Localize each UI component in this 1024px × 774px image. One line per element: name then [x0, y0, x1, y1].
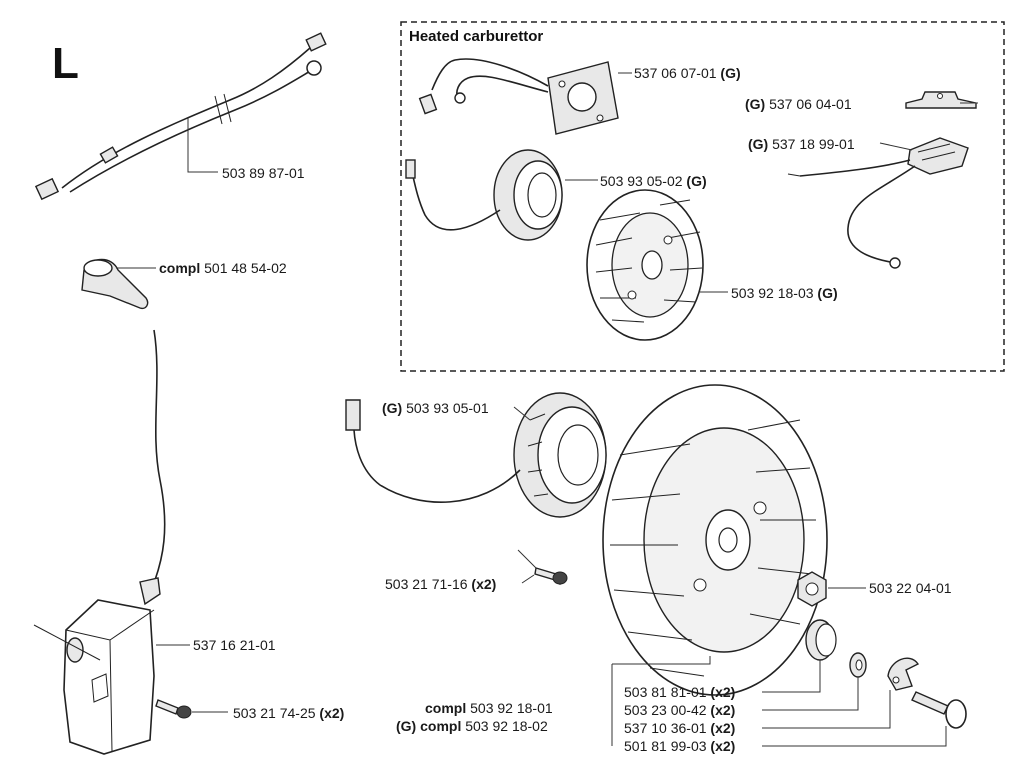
nut-part — [797, 571, 866, 607]
label-501819903: 501 81 99-03 (x2) — [624, 738, 735, 754]
pawl-part — [887, 657, 920, 691]
label-503921801: compl 503 92 18-01 — [425, 700, 553, 716]
pin-part — [911, 691, 967, 729]
clip-part — [905, 91, 977, 109]
label-503818101: 503 81 81-01 (x2) — [624, 684, 735, 700]
label-503898701: 503 89 87-01 — [222, 165, 305, 181]
flywheel-part — [602, 384, 828, 696]
label-537103601: 537 10 36-01 (x2) — [624, 720, 735, 736]
label-503220401: 503 22 04-01 — [869, 580, 952, 596]
inset-border — [400, 21, 1005, 372]
label-537060401: (G) 537 06 04-01 — [745, 96, 852, 112]
inset-title: Heated carburettor — [409, 28, 543, 45]
label-503230042: 503 23 00-42 (x2) — [624, 702, 735, 718]
washer-part — [849, 652, 867, 678]
ring-screw-part — [517, 549, 568, 585]
plug-cap-part — [81, 258, 156, 310]
label-503921802: (G) compl 503 92 18-02 — [396, 718, 548, 734]
leader-lines — [611, 656, 947, 747]
ignition-ring-part — [345, 392, 607, 518]
module-screw-part — [155, 699, 228, 719]
label-537189901: (G) 537 18 99-01 — [748, 136, 855, 152]
label-503921803: 503 92 18-03 (G) — [731, 285, 838, 301]
label-503217425: 503 21 74-25 (x2) — [233, 705, 344, 721]
thermostat-part — [787, 137, 969, 269]
label-503217116: 503 21 71-16 (x2) — [385, 576, 496, 592]
label-501485402: compl 501 48 54-02 — [159, 260, 287, 276]
wire-harness-part — [34, 32, 327, 201]
label-537060701: 537 06 07-01 (G) — [634, 65, 741, 81]
label-537162101: 537 16 21-01 — [193, 637, 276, 653]
section-letter: L — [52, 39, 79, 88]
ignition-ring-inset-part — [405, 149, 563, 241]
part-labels: 537 06 07-01 (G) (G) 537 06 04-01 (G) 53… — [159, 65, 952, 754]
label-503930502: 503 93 05-02 (G) — [600, 173, 707, 189]
label-503930501: (G) 503 93 05-01 — [382, 400, 489, 416]
ignition-module-part — [33, 329, 190, 755]
heated-carburettor-inset: Heated carburettor — [400, 21, 1005, 372]
flywheel-inset-part — [586, 189, 704, 341]
bushing-part — [805, 619, 837, 661]
heating-plate-part — [418, 58, 619, 135]
